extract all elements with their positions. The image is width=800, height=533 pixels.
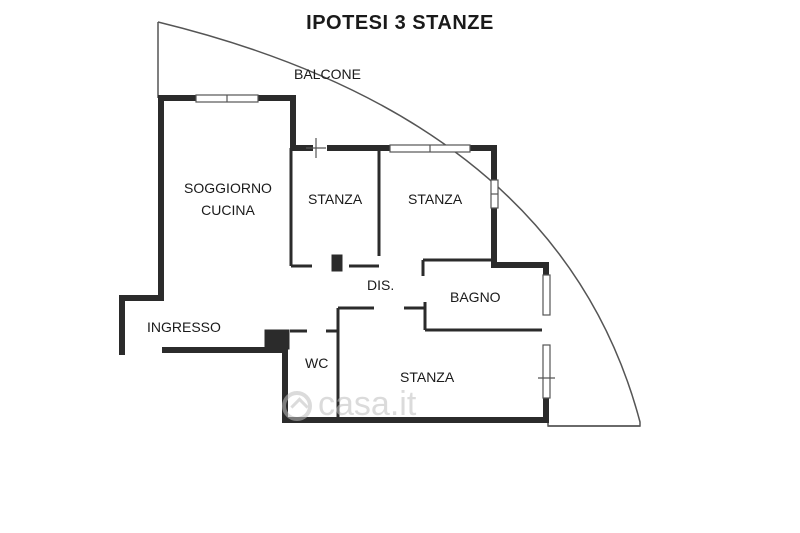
plan-title: IPOTESI 3 STANZE [306,12,494,34]
stanza-label-2: STANZA [408,191,463,207]
soggiorno-label-line1: SOGGIORNO [184,180,272,196]
soggiorno-cucina-label: SOGGIORNO CUCINA [168,180,288,218]
house-logo-icon [282,391,312,422]
soggiorno-label-line2: CUCINA [201,202,255,218]
dis-label: DIS. [367,277,395,293]
ingresso-label: INGRESSO [147,319,221,335]
wc-label: WC [305,355,329,371]
watermark: casa.it [282,385,416,424]
bagno-label: BAGNO [450,289,501,305]
balcone-label: BALCONE [294,66,361,82]
windows [195,94,555,399]
stanza-label-1: STANZA [308,191,363,207]
balcony-outline [157,21,641,427]
stanza-label-3: STANZA [400,369,455,385]
walls [119,95,549,423]
watermark-text: casa.it [318,385,417,423]
interior-walls [264,148,542,420]
